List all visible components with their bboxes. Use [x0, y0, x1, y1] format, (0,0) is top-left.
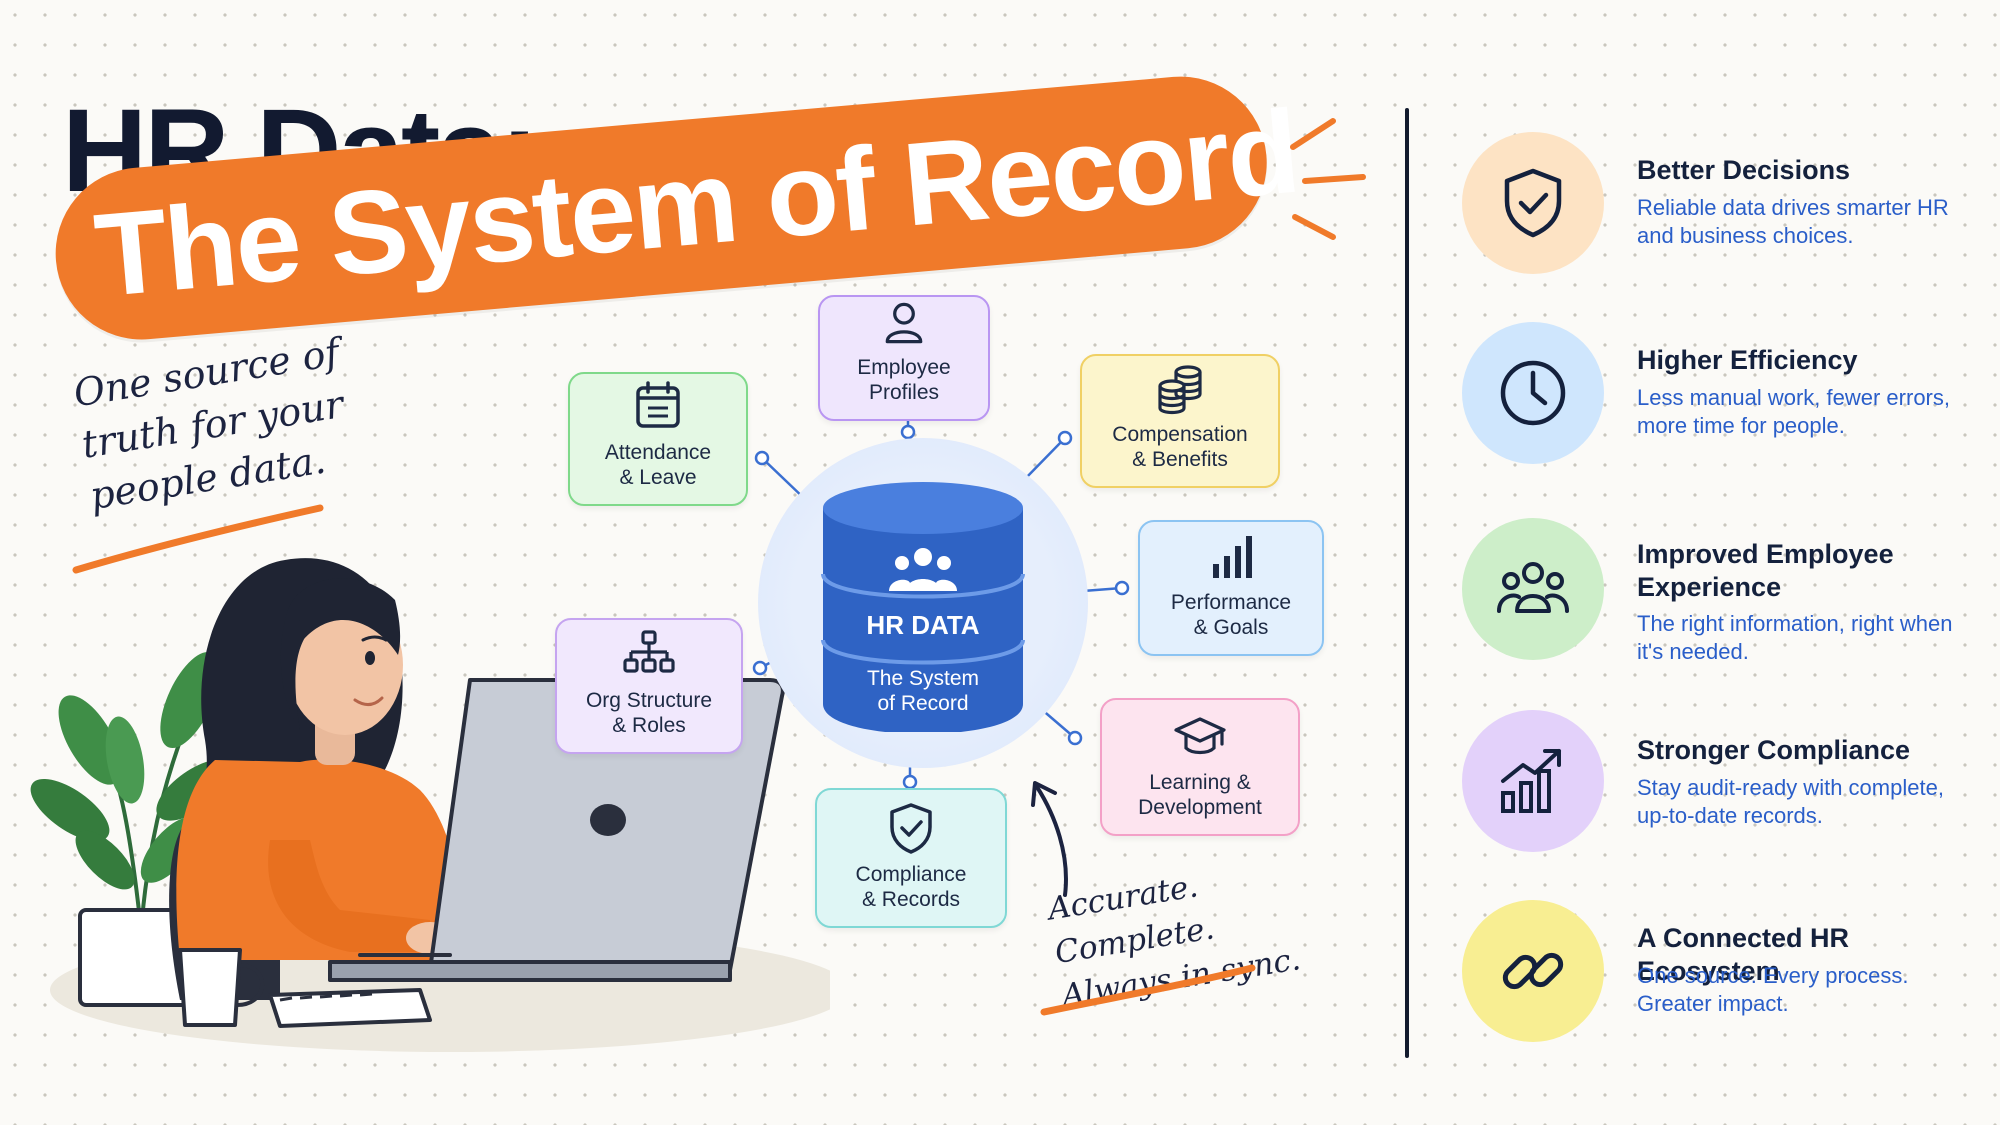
benefit-connected-hr-ecosystem: A Connected HR Ecosystem One source. Eve…: [1462, 900, 1982, 1050]
benefit-icon-circle: [1462, 322, 1604, 464]
annotation-underline: [1040, 964, 1256, 1016]
benefit-title: Stronger Compliance: [1637, 735, 1911, 765]
benefit-higher-efficiency: Higher Efficiency Less manual work, fewe…: [1462, 322, 1982, 472]
benefit-description: Less manual work, fewer errors, more tim…: [1637, 385, 1950, 438]
tagline-underline: [72, 504, 324, 574]
benefit-title: A Connected HR Ecosystem: [1637, 923, 1850, 986]
people-group-icon: [1497, 562, 1569, 613]
node-label: Performance & Goals: [1170, 591, 1292, 639]
person-icon: [885, 302, 923, 344]
node-label: Employee Profiles: [857, 356, 951, 404]
hub-title: HR DATA: [866, 610, 980, 640]
node-employee-profiles: Employee Profiles: [818, 295, 990, 421]
org-chart-icon: [623, 630, 675, 673]
benefit-stronger-compliance: Stronger Compliance Stay audit-ready wit…: [1462, 710, 1982, 860]
benefit-title: Improved Employee Experience: [1637, 539, 1894, 602]
benefit-icon-circle: [1462, 518, 1604, 660]
node-compliance-records: Compliance & Records: [815, 788, 1007, 928]
benefit-icon-circle: [1462, 900, 1604, 1042]
growth-chart-icon: [1501, 749, 1561, 813]
benefit-description: Reliable data drives smarter HR and busi…: [1637, 195, 1949, 248]
people-group-icon: [889, 548, 957, 591]
hub-subtitle-line2: of Record: [877, 692, 969, 715]
benefit-title: Better Decisions: [1637, 155, 1851, 185]
curved-arrow: [1031, 781, 1068, 897]
hr-data-database: [821, 482, 1025, 732]
graduation-cap-icon: [1174, 717, 1226, 755]
node-label: Compliance & Records: [855, 863, 967, 911]
benefit-description: Stay audit-ready with complete, up-to-da…: [1637, 775, 1944, 828]
node-label: Learning & Development: [1138, 771, 1262, 819]
shield-check-icon: [1504, 168, 1562, 238]
benefit-improved-employee-experience: Improved Employee Experience The right i…: [1462, 518, 1982, 668]
benefit-icon-circle: [1462, 132, 1604, 274]
node-label: Compensation & Benefits: [1112, 423, 1248, 471]
node-compensation-benefits: Compensation & Benefits: [1080, 354, 1280, 488]
node-performance-goals: Performance & Goals: [1138, 520, 1324, 656]
bar-chart-icon: [1213, 536, 1252, 578]
benefit-title: Higher Efficiency: [1637, 345, 1858, 375]
coins-icon: [1158, 365, 1202, 415]
link-icon: [1502, 952, 1564, 990]
benefit-icon-circle: [1462, 710, 1604, 852]
emphasis-lines: [1290, 118, 1366, 240]
clock-icon: [1500, 360, 1566, 426]
tagline: One source of truth for your people data…: [70, 330, 347, 519]
benefit-description: One source. Every process. Greater impac…: [1637, 963, 1909, 1016]
section-divider: [1405, 108, 1409, 1058]
hub-subtitle-line1: The System: [866, 667, 980, 690]
calendar-icon: [636, 381, 680, 428]
shield-check-icon: [890, 803, 932, 854]
woman-at-laptop-illustration: [30, 558, 830, 1052]
node-label: Attendance & Leave: [604, 441, 712, 489]
node-org-structure-roles: Org Structure & Roles: [555, 618, 743, 754]
node-learning-development: Learning & Development: [1100, 698, 1300, 836]
node-attendance-leave: Attendance & Leave: [568, 372, 748, 506]
node-label: Org Structure & Roles: [585, 689, 713, 737]
benefit-description: The right information, right when it's n…: [1637, 611, 1953, 664]
benefit-better-decisions: Better Decisions Reliable data drives sm…: [1462, 132, 1982, 282]
